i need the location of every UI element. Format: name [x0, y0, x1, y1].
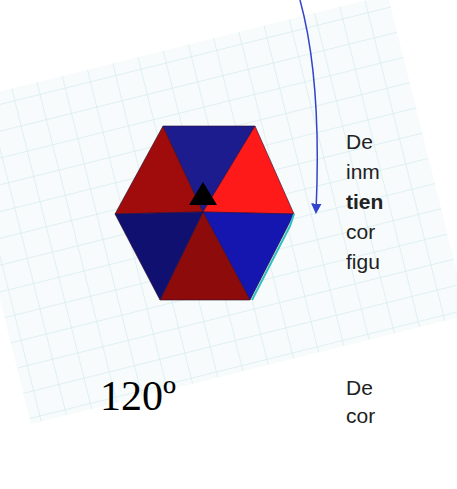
- edge-highlight: [252, 214, 294, 300]
- text-fragment: figu: [346, 250, 380, 274]
- text-fragment: tien: [346, 190, 383, 214]
- face: [203, 126, 294, 214]
- rotation-arrow: [300, 0, 317, 212]
- angle-label: 120º: [100, 372, 176, 420]
- text-fragment: De: [346, 130, 373, 154]
- text-fragment: cor: [346, 220, 375, 244]
- center-triangle: [189, 182, 217, 205]
- polyhedron: [115, 126, 294, 300]
- face: [115, 212, 203, 300]
- text-fragment: cor: [346, 404, 375, 428]
- text-fragment: De: [346, 376, 373, 400]
- text-fragment: inm: [346, 160, 380, 184]
- grid-sheet: [0, 0, 457, 424]
